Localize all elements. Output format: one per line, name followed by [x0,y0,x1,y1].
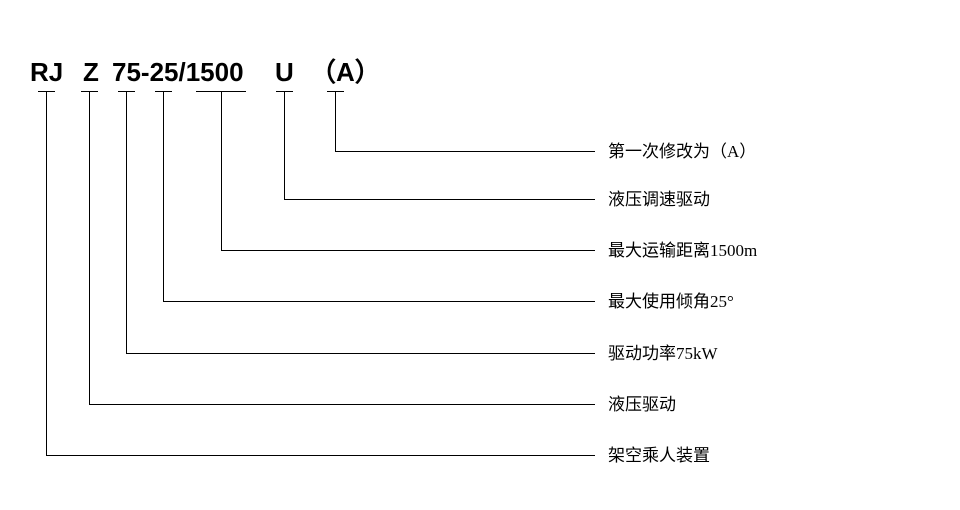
connector-horizontal-line [221,250,595,251]
code-part-z: Z [83,57,99,87]
item-label: 第一次修改为（A） [608,141,757,161]
tick-mark [81,91,98,92]
connector-horizontal-line [163,301,595,302]
connector-horizontal-line [89,404,595,405]
tick-mark [118,91,135,92]
connector-vertical-line [221,92,222,250]
tick-mark [276,91,293,92]
connector-vertical-line [126,92,127,353]
connector-horizontal-line [284,199,595,200]
connector-vertical-line [335,92,336,151]
tick-mark [155,91,172,92]
item-label: 架空乘人装置 [608,445,710,465]
item-label: 液压驱动 [608,394,676,414]
connector-vertical-line [163,92,164,301]
code-part-75-25-1500: 75-25/1500 [112,57,244,87]
code-part-u: U [275,57,294,87]
connector-horizontal-line [335,151,595,152]
tick-mark [327,91,344,92]
connector-vertical-line [46,92,47,455]
tick-mark [38,91,55,92]
connector-vertical-line [89,92,90,404]
code-part-a: （A） [310,57,381,87]
item-label: 驱动功率75kW [608,343,718,363]
code-part-rj: RJ [30,57,64,87]
item-label: 最大使用倾角25° [608,291,734,311]
connector-vertical-line [284,92,285,199]
connector-horizontal-line [46,455,595,456]
connector-horizontal-line [126,353,595,354]
item-label: 最大运输距离1500m [608,240,758,260]
item-label: 液压调速驱动 [608,189,710,209]
tick-mark [196,91,246,92]
